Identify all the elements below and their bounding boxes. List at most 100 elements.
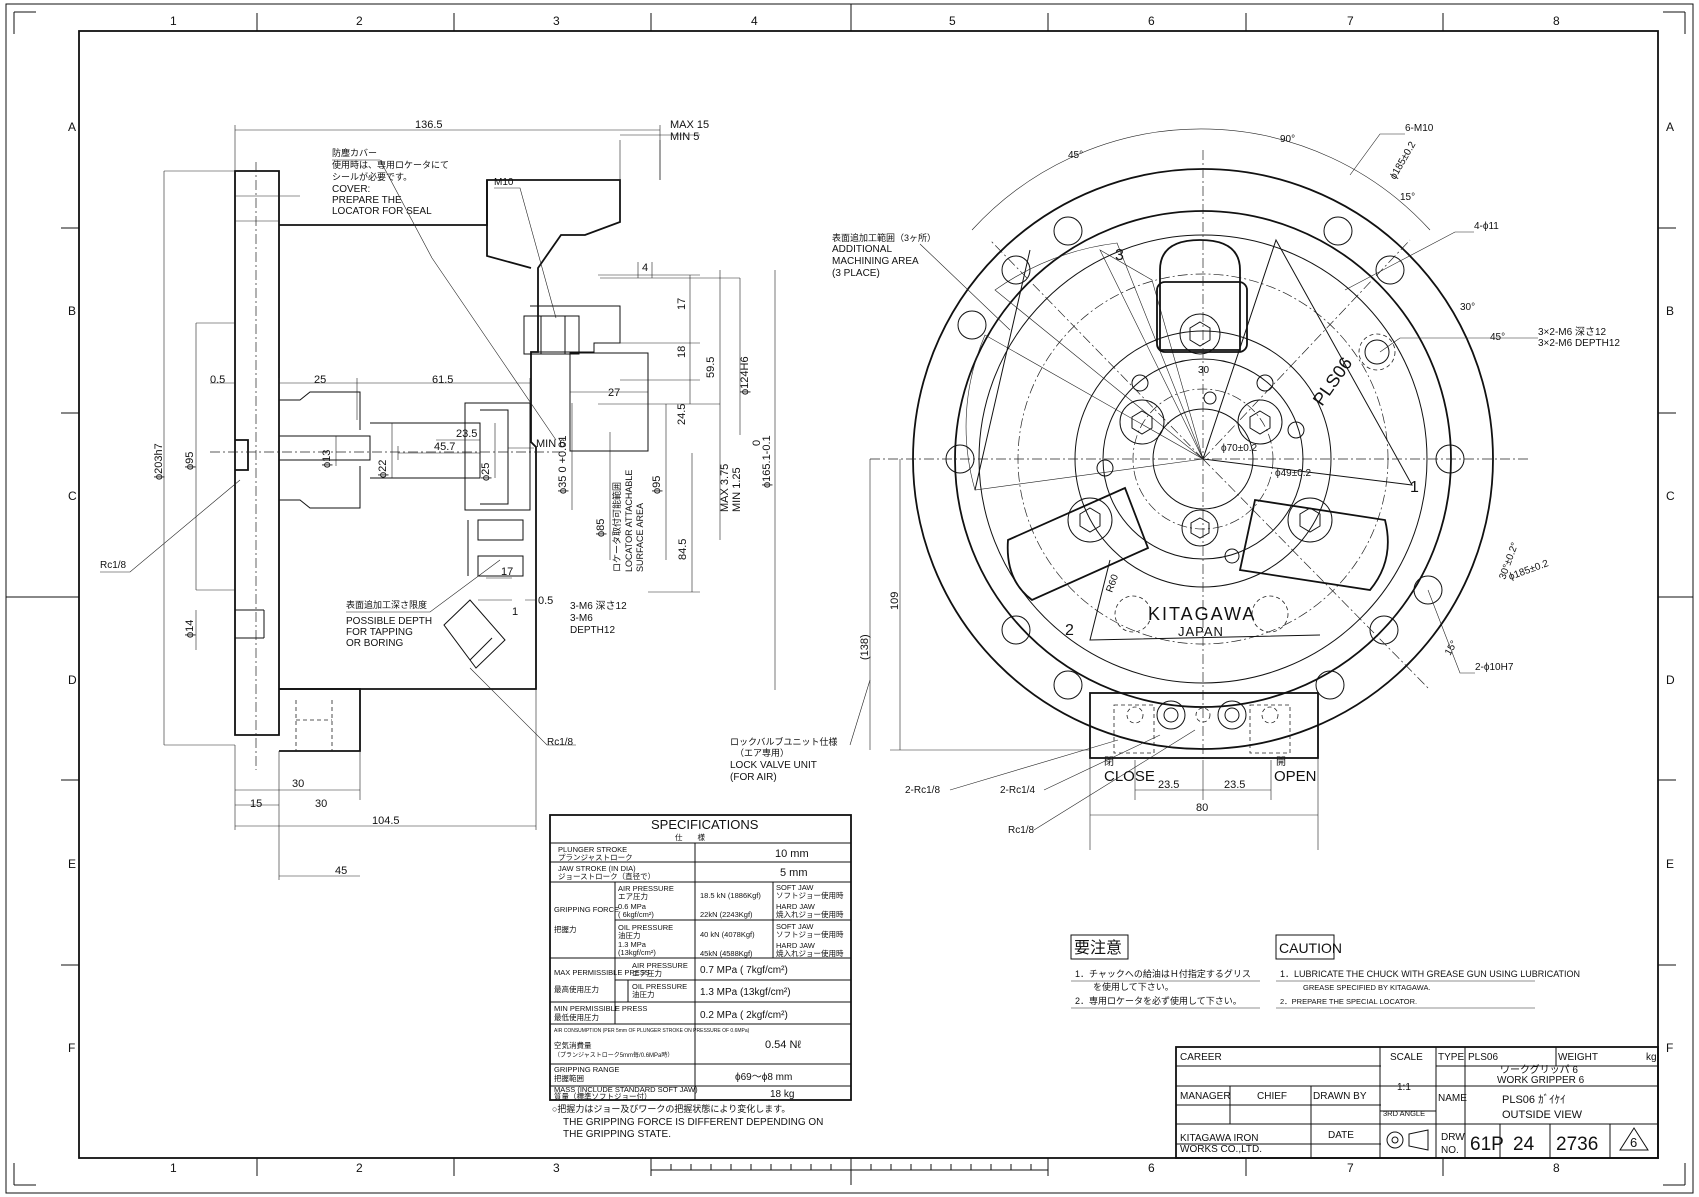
- label-d23-5a: 23.5: [1158, 779, 1179, 791]
- dim-phi22: ϕ22: [377, 460, 389, 478]
- tb-company1: KITAGAWA IRON: [1180, 1133, 1259, 1144]
- spec-range-jp: 把握範囲: [554, 1073, 584, 1083]
- spec-f2: 22kN (2243Kgf): [700, 910, 753, 919]
- spec-maxpress-jp: 最高使用圧力: [554, 984, 599, 994]
- revision-triangle-icon: [1619, 1127, 1649, 1151]
- dim-15: 15: [250, 798, 262, 810]
- spec-plunger: PLUNGER STROKE: [558, 845, 627, 854]
- spec-aircons-jp: 空気消費量: [554, 1040, 592, 1050]
- dim-4: 4: [642, 262, 648, 274]
- spec-hard2: HARD JAW: [776, 941, 816, 950]
- label-4-phi11: 4-ϕ11: [1474, 221, 1499, 232]
- caution-box: CAUTION 1．LUBRICATE THE CHUCK WITH GREAS…: [1275, 934, 1580, 1009]
- grid-row-a: A: [68, 120, 76, 134]
- tb-drw-label: DRW: [1441, 1132, 1465, 1143]
- spec-minpress-val: 0.2 MPa ( 2kgf/cm²): [700, 1010, 788, 1021]
- tb-type-label: TYPE: [1438, 1052, 1464, 1063]
- grid-row-f-right: F: [1666, 1041, 1673, 1055]
- dim-104-5: 104.5: [372, 815, 400, 827]
- spec-air-val2: ( 6kgf/cm²): [618, 910, 654, 919]
- grid-col-7-bottom: 7: [1347, 1161, 1354, 1175]
- note-m6-en2: DEPTH12: [570, 625, 615, 636]
- grid-col-6-bottom: 6: [1148, 1161, 1155, 1175]
- dim-phi14: ϕ14: [184, 620, 196, 638]
- dim-phi13: ϕ13: [321, 450, 333, 468]
- note-rc18-left: Rc1/8: [100, 560, 127, 571]
- note-depth-jp: 表面追加工深さ限度: [346, 599, 427, 610]
- grid-col-8: 8: [1553, 14, 1560, 28]
- spec-air-label: AIR PRESSURE: [618, 884, 674, 893]
- dim-0-5b: 0.5: [538, 595, 553, 607]
- dim-max: MAX 15: [670, 119, 709, 131]
- note-rc18-bottom: Rc1/8: [547, 737, 574, 748]
- note-cover-jp2: 使用時は、専用ロケータにて: [332, 159, 449, 170]
- grid-col-4: 4: [751, 14, 758, 28]
- spec-max-oil: OIL PRESSURE: [632, 982, 687, 991]
- spec-minpress-jp: 最低使用圧力: [554, 1012, 599, 1022]
- grid-col-5: 5: [949, 14, 956, 28]
- label-ang90: 90°: [1280, 134, 1295, 145]
- spec-title-jp: 仕 様: [675, 832, 705, 842]
- dim-phi85: ϕ85: [595, 519, 607, 537]
- spec-foot-en1: THE GRIPPING FORCE IS DIFFERENT DEPENDIN…: [563, 1117, 823, 1128]
- label-ang15a: 15°: [1400, 192, 1415, 203]
- notice-jp-title: 要注意: [1074, 938, 1122, 957]
- caution-title: CAUTION: [1279, 940, 1342, 956]
- spec-oil-val: 1.3 MPa: [618, 940, 647, 949]
- grid-col-3-bottom: 3: [553, 1161, 560, 1175]
- spec-plunger-jp: プランジャストローク: [558, 853, 633, 862]
- grid-row-f: F: [68, 1041, 75, 1055]
- label-add-en3: (3 PLACE): [832, 268, 880, 279]
- label-open-en: OPEN: [1274, 768, 1317, 785]
- note-cover-en2: PREPARE THE: [332, 195, 402, 206]
- tb-rev: 6: [1630, 1135, 1637, 1150]
- dim-0-5a: 0.5: [210, 374, 225, 386]
- spec-air-jp: エア圧力: [618, 891, 648, 901]
- jaw-2-label: 2: [1065, 622, 1074, 639]
- jaw-1-label: 1: [1410, 479, 1419, 496]
- grid-ticks: [61, 13, 1676, 1176]
- dim-24-5: 24.5: [676, 404, 688, 425]
- label-lock-jp2: （エア専用）: [735, 747, 789, 758]
- dim-phi95-right: ϕ95: [651, 476, 663, 494]
- dim-17b: 17: [501, 566, 513, 578]
- notice-jp-2: 2．専用ロケータを必ず使用して下さい。: [1075, 995, 1242, 1006]
- tb-drawn-by: DRAWN BY: [1313, 1091, 1367, 1102]
- spec-aircons-jp2: （プランジャストローク5mm毎/0.6MPa時）: [554, 1051, 673, 1059]
- label-add-jp: 表面追加工範囲（3ヶ所）: [832, 232, 936, 243]
- grid-col-1: 1: [170, 14, 177, 28]
- caution-2: 2．PREPARE THE SPECIAL LOCATOR.: [1280, 997, 1417, 1006]
- label-phi49: ϕ49±0.2: [1275, 468, 1312, 479]
- grid-col-8-bottom: 8: [1553, 1161, 1560, 1175]
- spec-aircons: AIR CONSUMPTION (PER 5mm OF PLUNGER STRO…: [554, 1028, 750, 1034]
- label-lock-jp: ロックバルブユニット仕様: [730, 736, 838, 747]
- note-cover-jp1: 防塵カバー: [332, 147, 377, 158]
- spec-soft2: SOFT JAW: [776, 922, 814, 931]
- tb-no-label: NO.: [1441, 1145, 1459, 1156]
- spec-soft1-jp: ソフトジョー使用時: [776, 890, 844, 900]
- dim-phi25: ϕ25: [480, 463, 492, 481]
- dim-45: 45: [335, 865, 347, 877]
- note-m10: M10: [494, 177, 514, 188]
- label-open-jp: 開: [1276, 756, 1286, 768]
- spec-plunger-val: 10 mm: [775, 848, 809, 860]
- note-cover-en3: LOCATOR FOR SEAL: [332, 206, 432, 217]
- label-phi185a: ϕ185±0.2: [1388, 140, 1419, 182]
- spec-jaw-jp: ジョーストローク（直径で）: [558, 871, 655, 881]
- spec-jaw: JAW STROKE (IN DIA): [558, 864, 636, 873]
- spec-table: SPECIFICATIONS 仕 様 PLUNGER STROKE プランジャス…: [549, 814, 852, 1140]
- label-lock-en1: LOCK VALVE UNIT: [730, 760, 817, 771]
- tb-name2: OUTSIDE VIEW: [1502, 1109, 1583, 1121]
- dim-30b: 30: [315, 798, 327, 810]
- tb-date: DATE: [1328, 1130, 1354, 1141]
- spec-max-oil-val: 1.3 MPa (13kgf/cm²): [700, 987, 791, 998]
- dim-45-7: 45.7: [434, 441, 455, 453]
- country-text: JAPAN: [1178, 624, 1224, 639]
- grid-row-c: C: [68, 489, 77, 503]
- dim-25: 25: [314, 374, 326, 386]
- front-view: KITAGAWA JAPAN PLS06 1 2 3 6-M10 ϕ185±0.…: [730, 123, 1620, 850]
- tb-angle: 3RD ANGLE: [1383, 1109, 1425, 1118]
- grid-col-7: 7: [1347, 14, 1354, 28]
- label-ang15b: 15°: [1443, 639, 1460, 658]
- spec-max-air-jp: エア圧力: [632, 968, 662, 978]
